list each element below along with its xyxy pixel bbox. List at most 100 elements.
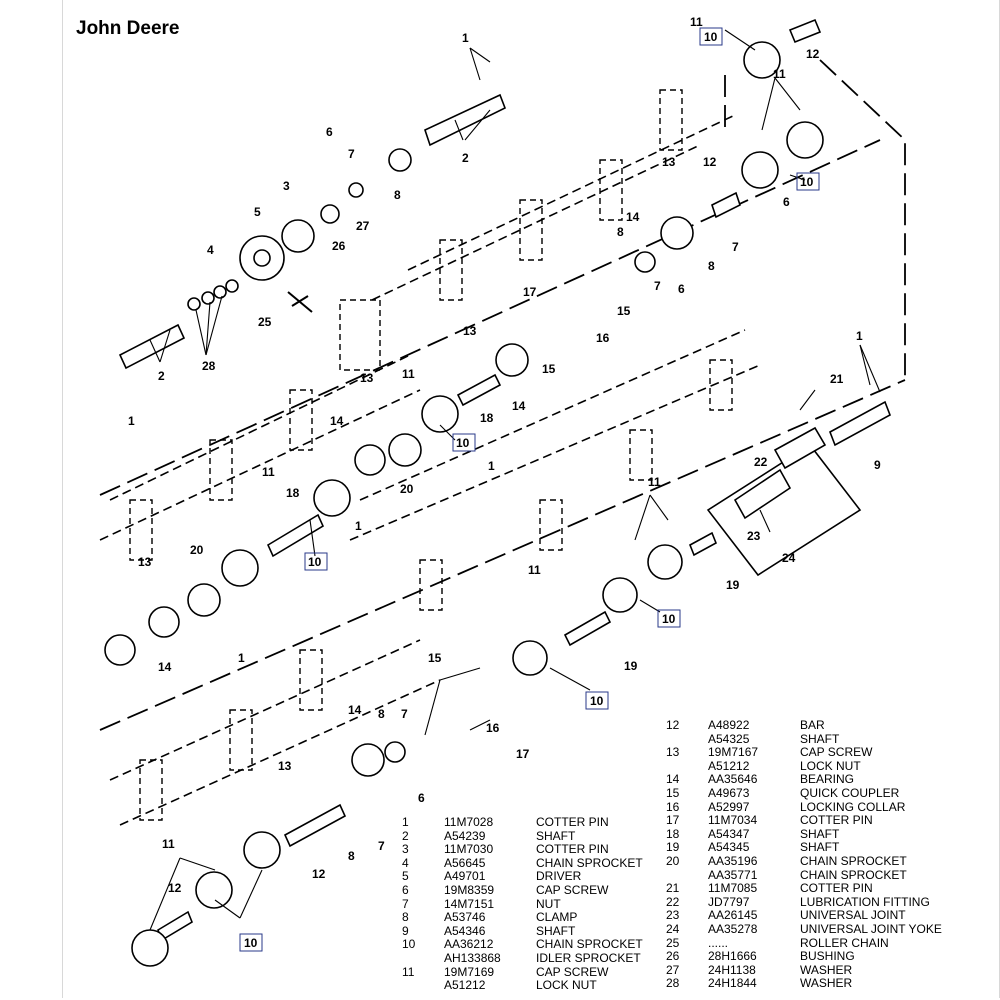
shaft-12-lower-a <box>283 803 347 848</box>
callout: 26 <box>332 239 346 253</box>
sprocket-10-h <box>195 871 233 909</box>
item-number: 8 <box>402 910 409 925</box>
part-description: CAP SCREW <box>536 964 609 979</box>
leader <box>424 679 441 736</box>
frame-rail-6 <box>349 364 761 541</box>
washer-28-d <box>225 279 239 293</box>
callout: 15 <box>428 651 442 665</box>
callout: 6 <box>678 282 685 296</box>
upright <box>659 89 683 151</box>
callout: 28 <box>202 359 216 373</box>
part-number: AA35646 <box>708 772 758 787</box>
callout: 10 <box>590 694 604 708</box>
leader <box>159 329 171 363</box>
item-number: 22 <box>666 894 680 909</box>
upright <box>629 429 653 481</box>
shaft-19-b <box>563 610 612 647</box>
upright <box>139 759 163 821</box>
part-description: UNIVERSAL JOINT YOKE <box>800 921 942 936</box>
callout: 20 <box>190 543 204 557</box>
leader <box>149 339 161 363</box>
item-number <box>666 733 708 747</box>
upright <box>209 439 233 501</box>
part-description: CHAIN SPROCKET <box>536 937 643 952</box>
bearing-14-b <box>495 343 529 377</box>
part-description: COTTER PIN <box>800 881 873 896</box>
bearing-14-a <box>660 216 694 250</box>
callout: 2 <box>462 151 469 165</box>
part-description: LOCK NUT <box>536 978 597 993</box>
callout: 27 <box>356 219 370 233</box>
callout: 14 <box>348 703 362 717</box>
callout: 19 <box>624 659 638 673</box>
part-description: BAR <box>800 718 825 732</box>
leader <box>179 857 216 871</box>
washer-27 <box>348 182 364 198</box>
leader <box>469 47 491 63</box>
callout-box <box>657 609 681 628</box>
item-number: 27 <box>666 962 680 977</box>
callout: 14 <box>158 660 172 674</box>
part-number: A54345 <box>708 840 750 855</box>
callout: 20 <box>400 482 414 496</box>
part-description: SHAFT <box>800 731 840 746</box>
callout: 12 <box>312 867 326 881</box>
item-number: 20 <box>666 853 680 868</box>
part-description: CLAMP <box>536 910 578 925</box>
callout: 5 <box>254 205 261 219</box>
part-description: QUICK COUPLER <box>800 785 900 800</box>
item-number: 17 <box>666 813 680 828</box>
part-number: A56645 <box>444 855 486 870</box>
callout: 2 <box>158 369 165 383</box>
callout: 10 <box>800 175 814 189</box>
item-number: 10 <box>402 937 416 952</box>
bearing-14-e <box>104 634 136 666</box>
part-number: 24H1138 <box>708 962 756 977</box>
part-description: COTTER PIN <box>800 813 873 828</box>
callout: 11 <box>773 67 786 81</box>
washer-28-a <box>187 297 201 311</box>
upright <box>229 709 253 771</box>
callout: 6 <box>326 125 333 139</box>
part-description: CHAIN SPROCKET <box>800 867 907 882</box>
callout: 1 <box>238 651 245 665</box>
sprocket-20-a <box>388 433 422 467</box>
brand-title: John Deere <box>76 18 180 39</box>
part-number: A53746 <box>444 910 486 925</box>
upright <box>539 499 563 551</box>
callout: 13 <box>662 155 676 169</box>
callout: 1 <box>128 414 135 428</box>
sprocket-10-c <box>221 549 259 587</box>
callout: 1 <box>462 31 469 45</box>
part-number: 11M7034 <box>708 813 758 828</box>
part-number: A48922 <box>708 718 750 732</box>
shaft-2-upper <box>424 93 507 147</box>
callout: 21 <box>830 372 844 386</box>
callout: 15 <box>542 362 556 376</box>
callout: 4 <box>207 243 214 257</box>
part-number: 19M7169 <box>444 964 495 979</box>
shaft-18-a <box>456 373 502 407</box>
sprocket-10-f <box>512 640 548 676</box>
leader <box>214 899 241 919</box>
part-number: ...... <box>708 935 729 950</box>
callout-box <box>796 172 820 191</box>
part-number: 11M7030 <box>444 842 494 857</box>
frame-rail-1 <box>407 114 736 271</box>
leader <box>639 599 661 613</box>
item-number: 13 <box>666 745 680 760</box>
callout: 25 <box>258 315 272 329</box>
callout: 11 <box>528 563 541 577</box>
part-description: SHAFT <box>536 828 576 843</box>
